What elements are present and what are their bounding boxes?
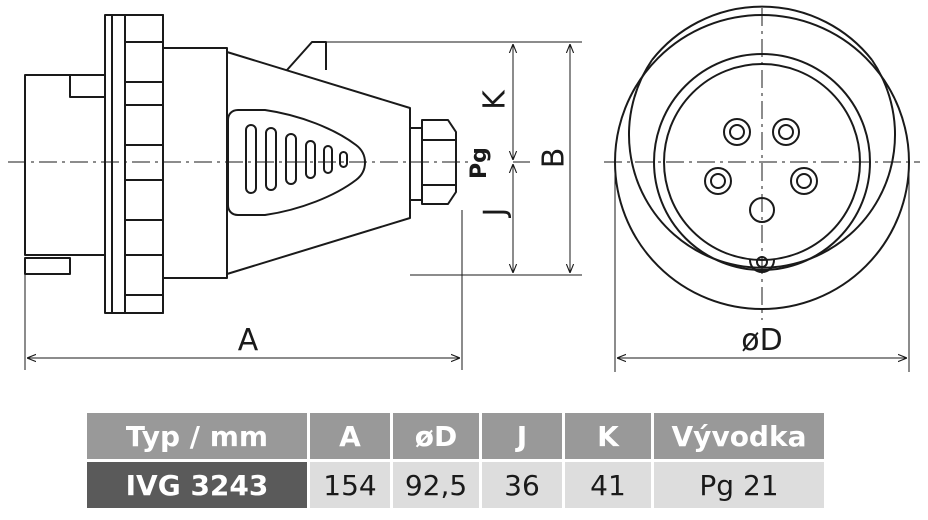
rear-tab-bottom [24, 257, 71, 275]
cell-a: 154 [310, 462, 390, 508]
header-vyvodka: Vývodka [654, 413, 824, 459]
dim-label-a: A [238, 323, 259, 358]
collar-slot [124, 104, 164, 146]
dim-label-d: øD [741, 323, 782, 358]
side-view [24, 14, 457, 314]
collar [104, 14, 164, 314]
front-dimension-lines [614, 162, 910, 372]
dim-label-k: K [478, 89, 513, 110]
spec-table: Typ / mm A øD J K Vývodka IVG 3243 154 9… [84, 410, 827, 511]
cell-k: 41 [565, 462, 651, 508]
grip-rib [245, 124, 257, 194]
contact-pin [790, 167, 818, 195]
cell-vyvodka: Pg 21 [654, 462, 824, 508]
gland-nut [421, 119, 457, 205]
neck [162, 47, 228, 279]
rear-tab-top [69, 74, 106, 98]
header-d: øD [393, 413, 479, 459]
collar-slot [124, 254, 164, 296]
header-k: K [565, 413, 651, 459]
dim-label-b: B [537, 148, 572, 169]
technical-drawing: A B K J Pg øD [8, 5, 920, 372]
grip-rib [305, 140, 316, 179]
contact-pin [704, 167, 732, 195]
table-header-row: Typ / mm A øD J K Vývodka [87, 413, 824, 459]
rear-block [24, 74, 106, 256]
grip-body [226, 51, 411, 275]
collar-slot [124, 179, 164, 221]
cell-type: IVG 3243 [87, 462, 307, 508]
gland-base [409, 127, 423, 201]
dim-label-pg: Pg [467, 147, 492, 179]
cell-j: 36 [482, 462, 562, 508]
table-row: IVG 3243 154 92,5 36 41 Pg 21 [87, 462, 824, 508]
header-a: A [310, 413, 390, 459]
header-j: J [482, 413, 562, 459]
grip-rib [285, 133, 297, 185]
inner-ring-upper [651, 5, 873, 61]
grip-rib [265, 127, 277, 191]
grip-rib [339, 151, 348, 168]
grip-rib [323, 145, 333, 174]
side-dimension-lines [24, 41, 582, 370]
latch [286, 41, 327, 71]
contact-pin [723, 118, 751, 146]
header-type: Typ / mm [87, 413, 307, 459]
front-center-lines [604, 8, 920, 320]
contact-pin [772, 118, 800, 146]
dim-label-j: J [478, 208, 513, 219]
cell-d: 92,5 [393, 462, 479, 508]
collar-slot [124, 41, 164, 83]
grip-panel [227, 109, 366, 216]
